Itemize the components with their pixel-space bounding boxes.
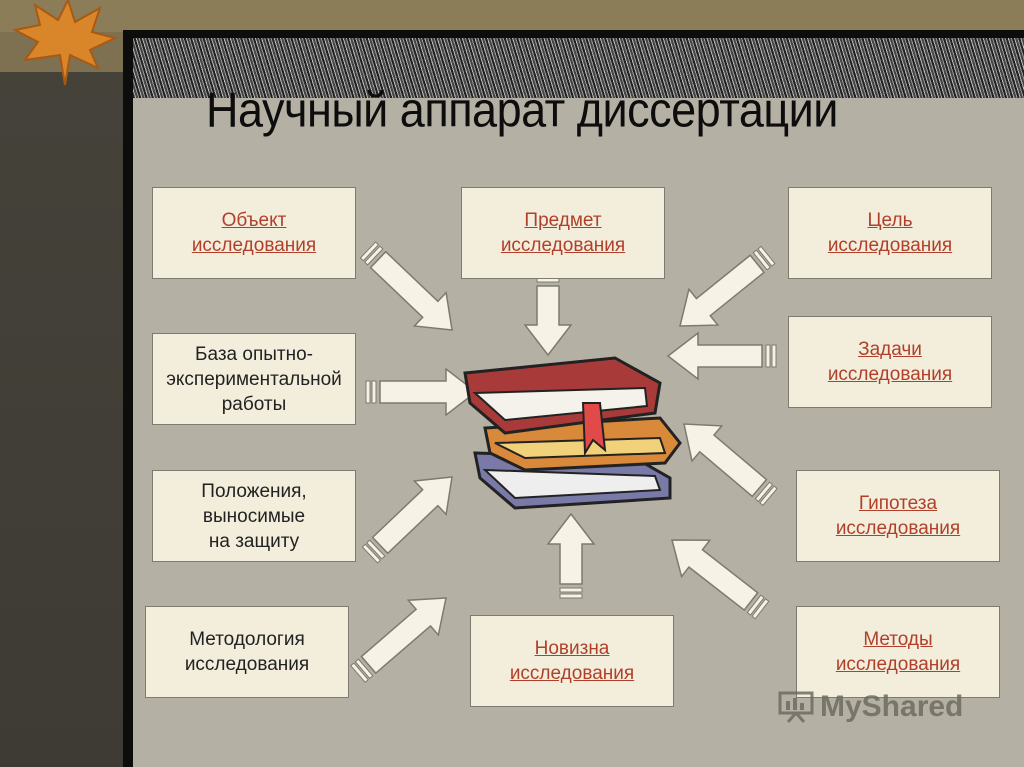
box-line: исследования [184,654,310,675]
box-subject[interactable]: Предмет исследования [461,187,665,279]
box-provisions: Положения, выносимые на защиту [152,470,356,562]
arrow-icon [683,423,778,507]
arrow-icon [365,367,478,417]
texture-band [133,38,1024,98]
arrow-icon [671,539,770,620]
box-line[interactable]: Предмет [524,210,602,231]
left-strip [0,32,123,767]
box-line[interactable]: исследования [835,654,961,675]
box-line: Методология [189,629,305,650]
box-tasks[interactable]: Задачи исследования [788,316,992,408]
arrow-icon [546,512,596,599]
books-icon [463,356,682,510]
watermark-text: MyShared [820,690,964,723]
box-line: экспериментальной [166,368,342,390]
maple-leaf-icon [12,0,118,86]
box-line[interactable]: исследования [827,235,953,256]
box-line: База опытно- [195,343,313,365]
top-band [0,0,1024,32]
box-line[interactable]: Гипотеза [858,493,938,514]
arrow-icon [361,476,453,564]
box-line[interactable]: Цель [867,210,913,231]
box-goal[interactable]: Цель исследования [788,187,992,279]
box-hypothesis[interactable]: Гипотеза исследования [796,470,1000,562]
box-line: выносимые [202,505,306,527]
box-line[interactable]: Задачи [858,339,922,360]
box-line[interactable]: исследования [827,364,953,385]
watermark: MyShared [778,690,963,724]
box-line: Положения, [201,480,307,502]
box-line[interactable]: Объект [221,210,287,231]
box-line: на защиту [208,530,300,552]
box-novelty[interactable]: Новизна исследования [470,615,674,707]
box-line[interactable]: исследования [509,663,635,684]
box-line[interactable]: исследования [191,235,317,256]
slide-title: Научный аппарат диссертации [206,81,838,138]
box-methods[interactable]: Методы исследования [796,606,1000,698]
box-line[interactable]: Методы [863,629,933,650]
arrow-icon [679,245,776,327]
box-line[interactable]: исследования [835,518,961,539]
box-base: База опытно-экспериментальной работы [152,333,356,425]
box-line[interactable]: исследования [500,235,626,256]
box-methodology: Методология исследования [145,606,349,698]
box-object[interactable]: Объект исследования [152,187,356,279]
arrow-icon [359,241,453,331]
arrow-icon [350,597,447,684]
box-line[interactable]: Новизна [534,638,610,659]
arrow-icon [523,271,573,357]
arrow-icon [666,331,777,381]
box-line: работы [221,393,287,415]
presentation-icon [778,691,814,723]
